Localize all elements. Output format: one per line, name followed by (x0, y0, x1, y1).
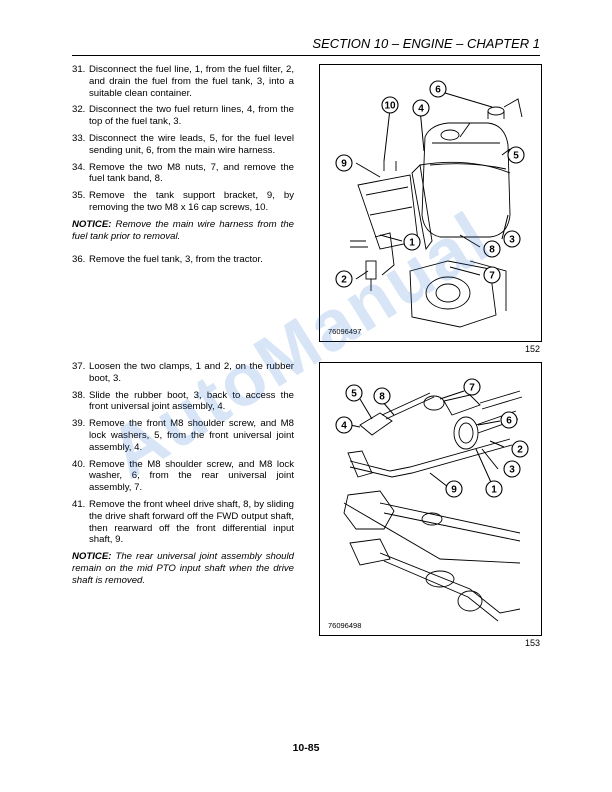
fuel-tank-illustration: 6 10 4 5 9 1 8 3 2 7 (335, 80, 525, 328)
step-36: 36. Remove the fuel tank, 3, from the tr… (72, 254, 294, 266)
step-number: 38. (72, 389, 86, 401)
notice-text: Remove the main wire harness from the fu… (72, 218, 295, 242)
step-38: 38. Slide the rubber boot, 3, back to ac… (72, 390, 294, 414)
step-33: 33. Disconnect the wire leads, 5, for th… (72, 133, 294, 157)
header-rule (72, 55, 540, 56)
step-number: 36. (72, 254, 86, 266)
notice-label: NOTICE: (72, 218, 112, 230)
step-41: 41. Remove the front wheel drive shaft, … (72, 499, 294, 546)
step-40: 40. Remove the M8 shoulder screw, and M8… (72, 459, 294, 494)
step-text: Remove the fuel tank, 3, from the tracto… (89, 254, 263, 266)
step-number: 41. (72, 498, 86, 510)
notice-text: The rear universal joint assembly should… (72, 551, 294, 586)
step-37: 37. Loosen the two clamps, 1 and 2, on t… (72, 361, 294, 385)
section-header: SECTION 10 – ENGINE – CHAPTER 1 (312, 36, 540, 51)
callout-label: 1 (409, 238, 415, 249)
callout-label: 3 (509, 465, 515, 476)
step-number: 35. (72, 190, 86, 202)
notice-bottom: NOTICE: The rear universal joint assembl… (72, 551, 294, 586)
step-39: 39. Remove the front M8 shoulder screw, … (72, 418, 294, 453)
step-number: 37. (72, 361, 86, 372)
step-number: 40. (72, 458, 86, 470)
step-number: 39. (72, 418, 86, 430)
callout-label: 6 (506, 416, 512, 427)
callout-label: 4 (418, 104, 424, 115)
notice-label: NOTICE: (72, 551, 112, 563)
step-text: Remove the tank support bracket, 9, by r… (89, 190, 294, 213)
figure-fuel-tank: 6 10 4 5 9 1 8 3 2 7 76096497 (319, 64, 542, 342)
callout-label: 7 (489, 271, 495, 282)
step-text: Remove the front wheel drive shaft, 8, b… (89, 498, 294, 546)
callout-label: 10 (384, 101, 396, 112)
step-number: 34. (72, 161, 86, 173)
instructions-bottom: 37. Loosen the two clamps, 1 and 2, on t… (72, 361, 294, 599)
step-31: 31. Disconnect the fuel line, 1, from th… (72, 64, 294, 99)
step-text: Disconnect the two fuel return lines, 4,… (89, 104, 294, 128)
callout-label: 7 (469, 383, 475, 394)
callout-label: 3 (509, 235, 515, 246)
callout-label: 6 (435, 85, 441, 96)
callouts-153: 5 8 7 4 6 2 3 9 1 (335, 378, 529, 498)
figure-number: 153 (524, 638, 540, 648)
step-number: 32. (72, 104, 86, 116)
callout-label: 4 (341, 421, 347, 432)
callout-label: 1 (491, 485, 497, 496)
step-text: Remove the front M8 shoulder screw, and … (89, 418, 294, 453)
figure-id: 76096498 (328, 621, 362, 630)
callout-label: 9 (341, 159, 347, 170)
callout-label: 2 (341, 275, 347, 286)
step-32: 32. Disconnect the two fuel return lines… (72, 104, 294, 128)
figure-number: 152 (524, 344, 540, 354)
step-text: Remove the M8 shoulder screw, and M8 loc… (89, 458, 294, 494)
step-text: Disconnect the fuel line, 1, from the fu… (89, 64, 294, 99)
step-text: Slide the rubber boot, 3, back to access… (89, 389, 294, 413)
drive-shaft-illustration: 5 8 7 4 6 2 3 9 1 (335, 378, 529, 622)
instructions-top: 31. Disconnect the fuel line, 1, from th… (72, 64, 294, 271)
figure-drive-shaft: 5 8 7 4 6 2 3 9 1 76096498 (319, 362, 542, 636)
callout-label: 5 (513, 151, 519, 162)
step-number: 33. (72, 132, 86, 144)
step-number: 31. (72, 64, 86, 75)
page-number: 10-85 (292, 742, 320, 754)
step-34: 34. Remove the two M8 nuts, 7, and remov… (72, 162, 294, 186)
callout-label: 8 (489, 245, 495, 256)
step-35: 35. Remove the tank support bracket, 9, … (72, 190, 294, 214)
figure-id: 76096497 (328, 327, 362, 336)
callout-label: 2 (517, 445, 523, 456)
step-text: Loosen the two clamps, 1 and 2, on the r… (89, 361, 294, 384)
step-text: Remove the two M8 nuts, 7, and remove th… (89, 161, 294, 185)
callout-label: 5 (351, 389, 357, 400)
notice-top: NOTICE: Remove the main wire harness fro… (72, 219, 294, 243)
callout-label: 9 (451, 485, 457, 496)
callout-label: 8 (379, 392, 385, 403)
step-text: Disconnect the wire leads, 5, for the fu… (89, 132, 294, 156)
callouts-152: 6 10 4 5 9 1 8 3 2 7 (335, 80, 525, 288)
